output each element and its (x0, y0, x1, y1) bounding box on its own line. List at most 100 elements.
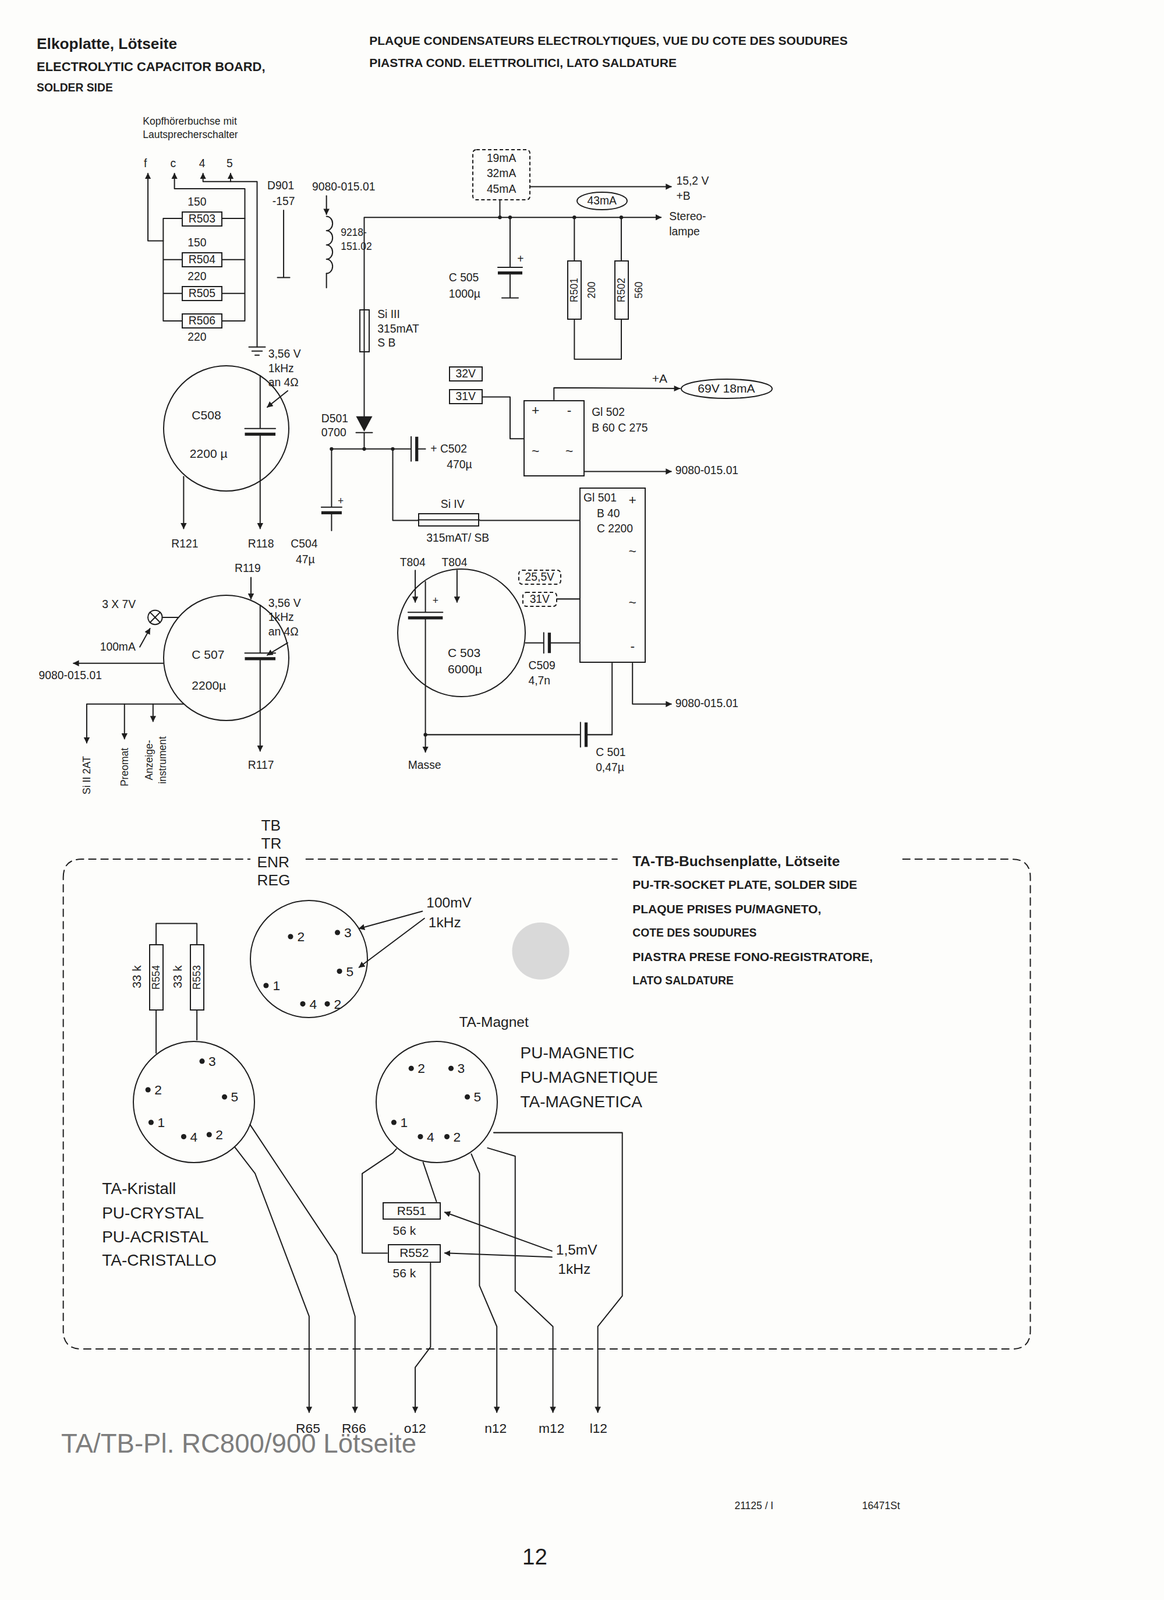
label-text: + (517, 252, 524, 266)
arrow-wire (471, 1153, 497, 1412)
dashed-outline (472, 149, 530, 200)
rect-outline (149, 944, 164, 1010)
label-text: TA-Kristall (101, 1179, 176, 1198)
pin-dot (408, 1065, 414, 1071)
label-text: m12 (538, 1420, 565, 1436)
board-outline (63, 858, 1031, 1349)
capacitor-plate (244, 432, 276, 436)
rect-outline (567, 260, 582, 320)
connector-line (553, 387, 681, 401)
pin-number: 4 (190, 1129, 198, 1145)
junction-dot (619, 215, 624, 219)
label-text: 3,56 V (268, 596, 302, 610)
part-label: 69V 18mA (697, 381, 755, 396)
fuse-symbol: Si III315mATS B (359, 309, 370, 353)
rect-outline (449, 389, 483, 404)
arrow-wires (73, 173, 672, 1413)
value-label: 32mA (486, 167, 516, 180)
pin-number: 5 (346, 963, 355, 979)
rect-outline (190, 944, 204, 1010)
value-label: C 2200 (596, 522, 633, 536)
pin-dot (337, 968, 343, 974)
label-text: C 501 (595, 745, 626, 759)
arrow-wire (363, 217, 661, 310)
lamp-symbol (147, 610, 163, 625)
rect-outline (182, 286, 222, 301)
label-text: 3,56 V (268, 347, 302, 361)
label-text: 9080-015.01 (675, 697, 739, 710)
arrow-wire (584, 470, 672, 472)
junction-dot (362, 447, 366, 451)
value-label: 6000µ (447, 662, 483, 677)
value-label: 2200µ (191, 678, 226, 693)
label-text: lampe (669, 225, 700, 239)
voltage-ellipse: 69V 18mA (680, 378, 773, 399)
label-text: 1,5mV (556, 1241, 598, 1258)
rect-outline (359, 309, 370, 352)
value-label: - (567, 402, 572, 418)
value-label: 19mA (486, 151, 516, 165)
part-label: R506 (188, 314, 216, 328)
value-label: + (531, 402, 540, 418)
value-label: 315mAT/ SB (426, 531, 490, 545)
pin-number: 2 (215, 1126, 224, 1142)
ellipse-outline (577, 192, 628, 210)
value-label: 560 (632, 281, 645, 299)
pin-dot (288, 933, 294, 940)
label-text: SOLDER SIDE (36, 81, 113, 95)
label-text: TA-TB-Buchsenplatte, Lötseite (632, 853, 840, 870)
circle-outline (163, 595, 289, 721)
label-text: R117 (248, 758, 275, 772)
pin-number: 2 (154, 1081, 162, 1098)
rect-outline (182, 313, 222, 328)
part-label: R502 (615, 277, 628, 303)
label-text: c (170, 157, 177, 171)
rect-outline (182, 211, 222, 226)
label-text: 470µ (446, 458, 472, 472)
pin-dot (334, 929, 341, 936)
label-text: n12 (484, 1420, 507, 1436)
pin-dot (448, 1065, 454, 1071)
label-text: 9218- (340, 226, 367, 239)
label-text: TB (261, 816, 282, 834)
value-label: C 507 (191, 647, 225, 662)
filled-symbols (244, 215, 624, 980)
label-text: instrument (156, 736, 169, 784)
arrow-wire (73, 662, 164, 664)
label-text: TA/TB-Pl. RC800/900 Lötseite (61, 1428, 417, 1459)
connector-line (422, 1161, 437, 1202)
pin-dot (144, 1086, 151, 1092)
pin-number: 2 (334, 996, 342, 1012)
label-text: D501 (321, 412, 349, 426)
value-label: Gl 502 (591, 405, 625, 419)
value-label: 315mAT (377, 322, 419, 336)
current-ellipse: 43mA (576, 191, 628, 211)
arrow-wire (152, 703, 154, 722)
node-outline (418, 512, 480, 527)
circle-outline (163, 365, 289, 491)
arrow-wire (147, 173, 164, 242)
label-text: f (143, 157, 147, 171)
node-outline (163, 365, 290, 492)
label-text: 21125 / I (734, 1499, 774, 1512)
label-text: C509 (528, 659, 556, 672)
value-label: 33 k (129, 964, 144, 989)
label-text: R119 (234, 561, 261, 575)
value-label: 33 k (170, 964, 185, 989)
value-label: B 60 C 275 (591, 421, 648, 435)
value-label: 45mA (486, 182, 516, 196)
value-label: 56 k (393, 1223, 417, 1238)
part-label: 31V (455, 390, 476, 403)
rectifier-block: +-~~Gl 502B 60 C 275 (523, 400, 585, 477)
arrow-wire (530, 186, 672, 188)
board-spot (511, 922, 569, 980)
part-label: R504 (188, 253, 216, 267)
rectifier-block: Gl 501B 40C 2200+~~- (579, 487, 646, 663)
arrow-wire (250, 577, 252, 600)
label-text: 1000µ (448, 287, 481, 301)
capacitor-plate (321, 511, 342, 515)
arrow-wire (124, 703, 126, 739)
value-label: ~ (531, 443, 540, 459)
label-text: 100mA (100, 640, 136, 654)
